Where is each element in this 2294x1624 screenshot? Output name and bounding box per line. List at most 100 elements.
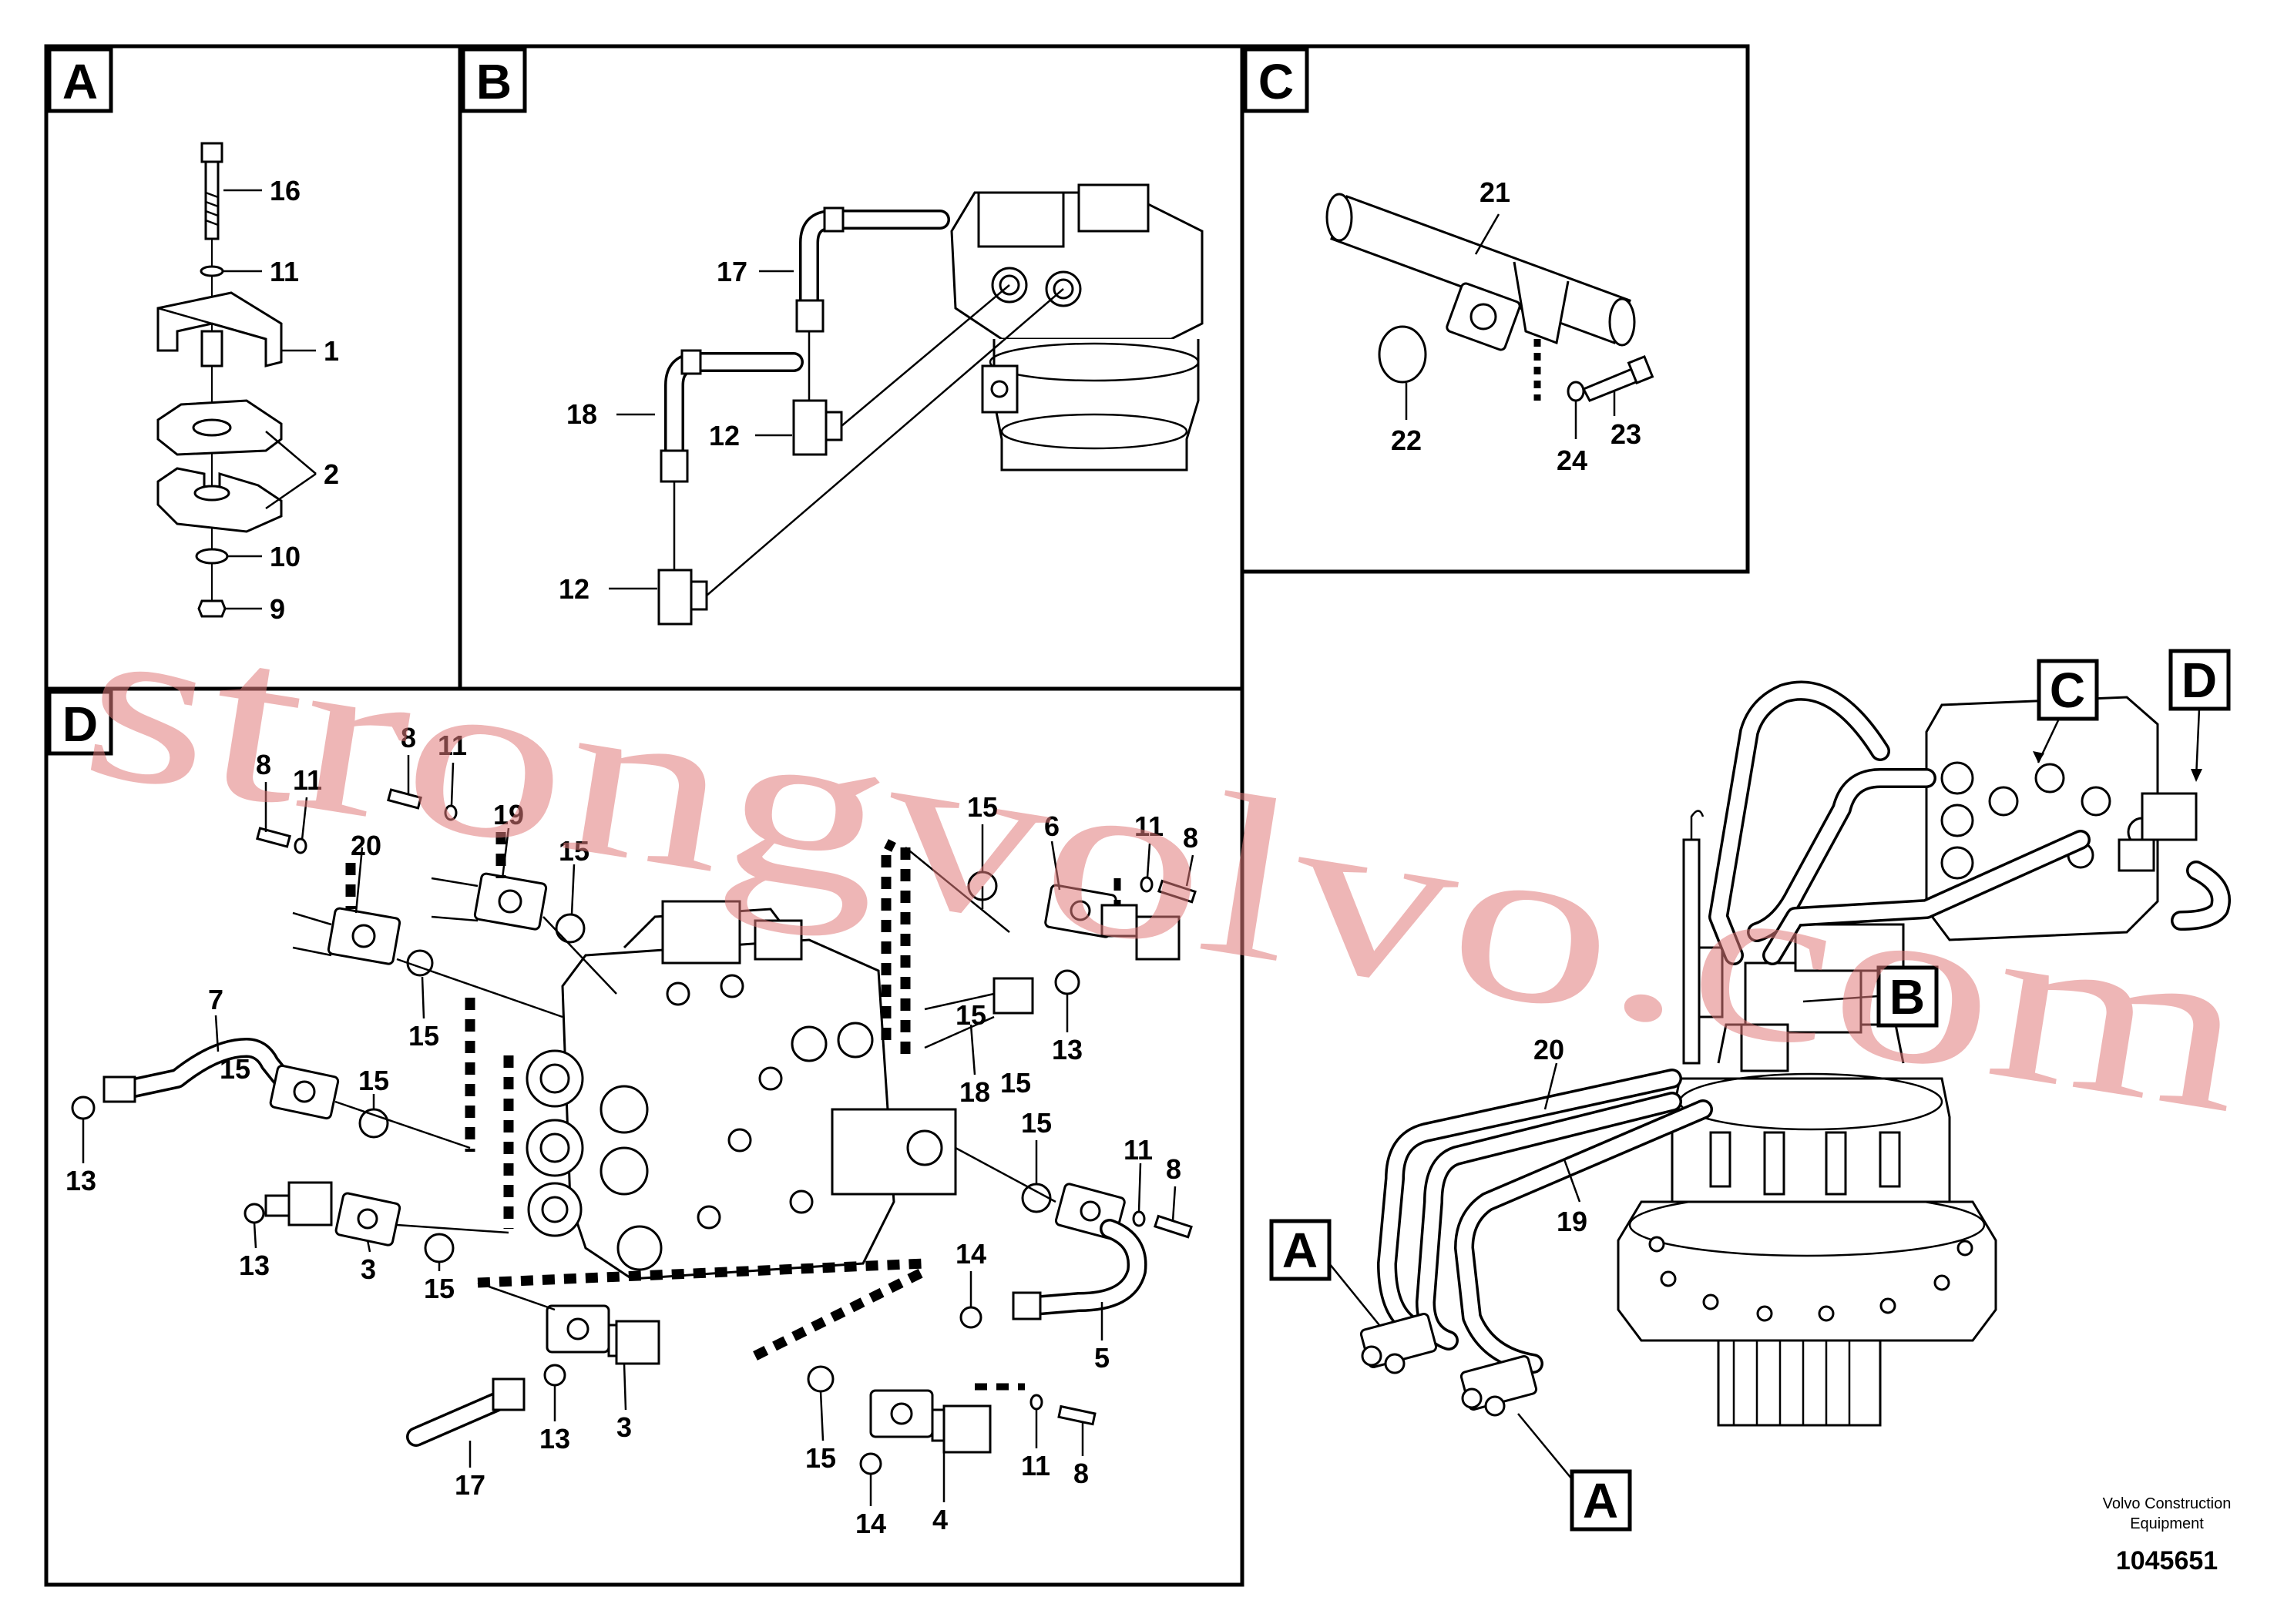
callout-d-15-a: 15 <box>559 835 589 867</box>
overview-marker-c: C <box>2033 659 2099 763</box>
hose-part-18 <box>660 349 804 483</box>
overview-drawing <box>1359 680 2231 1427</box>
brand-line-1: Volvo Construction <box>2103 1495 2232 1512</box>
panel-d-frame <box>44 686 1244 1587</box>
callout-d-15-b: 15 <box>967 791 998 823</box>
bolt-part-8-bottom <box>1057 1404 1097 1426</box>
control-lever <box>1682 810 1705 1065</box>
elbow-part-12-lower <box>657 569 708 626</box>
svg-text:D: D <box>62 696 98 752</box>
panel-a-callouts: 16 11 1 2 10 9 <box>270 175 339 625</box>
washer-part-11-bottom <box>1029 1394 1043 1411</box>
callout-d-15-g: 15 <box>1021 1107 1052 1139</box>
panel-b-callouts: 17 18 12 12 <box>559 256 747 605</box>
callout-d-8-d: 8 <box>1166 1153 1181 1185</box>
connector-block-right <box>1459 1355 1538 1417</box>
panel-c-callouts: 21 22 24 23 <box>1391 176 1641 476</box>
callout-d-19: 19 <box>493 799 524 830</box>
callout-d-15-c: 15 <box>408 1020 439 1052</box>
clamp-cover-part-1 <box>156 291 283 367</box>
callout-d-11-d: 11 <box>1123 1134 1153 1166</box>
callout-d-13-b: 13 <box>239 1250 270 1281</box>
svg-text:B: B <box>1889 969 1925 1025</box>
callout-11: 11 <box>270 256 299 287</box>
overview-callouts: 20 19 <box>1533 1034 1587 1237</box>
callout-23: 23 <box>1611 418 1641 450</box>
o-ring-part-22 <box>1378 325 1427 384</box>
bolt-part-8-right <box>1157 879 1197 904</box>
clamp-half-part-2-lower <box>156 467 283 533</box>
callout-d-3-a: 3 <box>361 1253 376 1285</box>
nut-part-9 <box>197 599 227 618</box>
flange-part-20 <box>327 907 401 965</box>
callout-d-15-j: 15 <box>220 1053 250 1085</box>
callout-d-11-e: 11 <box>1021 1450 1050 1481</box>
o-ring-part-13-a <box>71 1096 96 1120</box>
flange-part-3-left <box>334 1192 401 1247</box>
callout-d-7: 7 <box>208 984 223 1015</box>
overview-marker-b: B <box>1802 965 1939 1028</box>
panel-b-label: B <box>461 47 527 113</box>
callout-d-4: 4 <box>932 1504 948 1535</box>
o-ring-part-13-b <box>244 1203 265 1224</box>
o-ring-part-14-b <box>859 1452 882 1475</box>
svg-text:C: C <box>1258 54 1294 109</box>
callout-d-20: 20 <box>351 830 381 861</box>
control-valve <box>526 900 957 1280</box>
connector-block-left <box>1359 1313 1438 1374</box>
flange-part-4 <box>869 1389 934 1438</box>
o-ring-part-15-d <box>424 1233 455 1263</box>
callout-d-5: 5 <box>1094 1342 1110 1374</box>
callout-9: 9 <box>270 593 285 625</box>
callout-d-18: 18 <box>959 1076 990 1108</box>
svg-text:C: C <box>2050 663 2085 718</box>
callout-d-15-i: 15 <box>805 1442 836 1474</box>
callout-18: 18 <box>566 398 597 430</box>
svg-text:A: A <box>1282 1223 1318 1278</box>
callout-d-17: 17 <box>455 1469 485 1501</box>
o-ring-part-15-a <box>555 913 586 944</box>
svg-text:A: A <box>1583 1473 1618 1528</box>
flange-part-19 <box>473 872 548 931</box>
callout-12-upper: 12 <box>709 420 740 451</box>
panel-c-frame <box>1240 44 1750 574</box>
flange-part-3-lower <box>546 1304 610 1354</box>
washer-part-24 <box>1567 381 1585 402</box>
overview-marker-a-lower: A <box>1517 1413 1632 1532</box>
callout-d-13-a: 13 <box>65 1165 96 1196</box>
callout-main-20: 20 <box>1533 1034 1564 1065</box>
elbow-part-3-left <box>264 1181 333 1226</box>
callout-d-11-b: 11 <box>438 730 467 761</box>
callout-d-15-e: 15 <box>956 999 986 1031</box>
panel-c-label: C <box>1243 47 1309 113</box>
callout-2: 2 <box>324 458 339 490</box>
callout-10: 10 <box>270 541 301 572</box>
washer-part-11 <box>200 265 224 277</box>
svg-text:B: B <box>476 54 512 109</box>
callout-21: 21 <box>1480 176 1510 208</box>
o-ring-part-14-a <box>959 1306 982 1329</box>
panel-a-label: A <box>47 47 113 113</box>
callout-d-11-a: 11 <box>293 764 322 796</box>
callout-17: 17 <box>717 256 747 287</box>
brand-line-2: Equipment <box>2130 1515 2204 1532</box>
footer: Volvo Construction Equipment 1045651 <box>2103 1495 2232 1575</box>
panel-d-callouts: 8 11 20 8 11 19 15 15 15 6 11 8 7 15 15 … <box>65 722 1198 1539</box>
callout-16: 16 <box>270 175 301 206</box>
watermark: strongvolvo.com <box>69 568 2263 1162</box>
bolt-part-8-top-left <box>256 827 291 848</box>
elbow-part-6-right <box>1135 915 1181 961</box>
flange-part-6 <box>1044 884 1138 938</box>
elbow-part-4 <box>931 1404 992 1454</box>
panel-a-drawing <box>156 142 317 618</box>
fitting-part-18 <box>924 977 1034 1049</box>
washer-part-11-lower-right <box>1132 1210 1146 1227</box>
callout-d-14-b: 14 <box>855 1508 886 1539</box>
hose-part-5 <box>1012 1219 1147 1320</box>
hose-part-17 <box>795 206 950 333</box>
overview-marker-d: D <box>2168 649 2231 782</box>
callout-d-8-e: 8 <box>1073 1458 1089 1489</box>
callout-1: 1 <box>324 335 339 367</box>
callout-22: 22 <box>1391 424 1422 456</box>
